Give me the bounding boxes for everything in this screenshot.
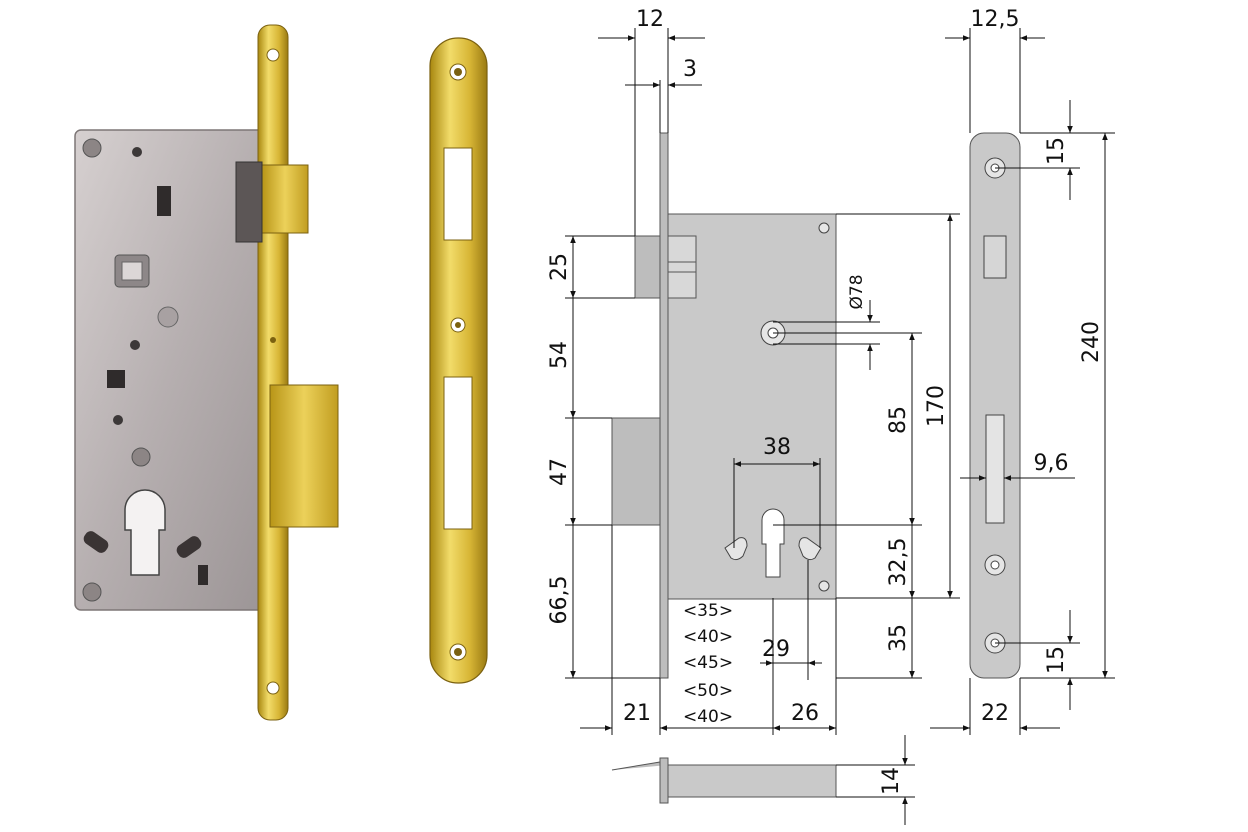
dim-22: 22 — [981, 701, 1009, 726]
dim-35: 35 — [886, 624, 911, 652]
dim-12: 12 — [636, 7, 664, 32]
lock-screw-mid — [131, 447, 151, 467]
backset-option: <35> — [683, 601, 733, 621]
lock-slot-upper — [157, 186, 171, 216]
latch-bolt — [261, 164, 309, 234]
dim-21: 21 — [623, 701, 651, 726]
dead-bolt — [269, 384, 339, 528]
dim-66-5: 66,5 — [547, 576, 572, 625]
dim-54: 54 — [547, 341, 572, 369]
backset-option: <45> — [683, 653, 733, 673]
strike-plate — [429, 37, 488, 684]
dim-240: 240 — [1079, 321, 1104, 363]
drawing-cylinder — [761, 508, 785, 578]
dim-85: 85 — [886, 406, 911, 434]
lock-photo — [74, 24, 339, 721]
dim-14: 14 — [879, 767, 904, 795]
backset-options: <35> <40> <45> <50> <40> — [683, 601, 733, 727]
dim-26: 26 — [791, 701, 819, 726]
drawing-latch — [634, 235, 661, 299]
dim-38: 38 — [763, 435, 791, 460]
cylinder-cutout — [124, 489, 166, 576]
backset-option: <50> — [683, 681, 733, 701]
dim-9-6: 9,6 — [1034, 451, 1069, 476]
dim-15-bottom: 15 — [1044, 646, 1069, 674]
faceplate — [257, 24, 289, 721]
dimension-lines — [565, 28, 1115, 825]
dim-3: 3 — [683, 57, 697, 82]
dim-25: 25 — [547, 253, 572, 281]
dim-12-5: 12,5 — [971, 7, 1020, 32]
dim-32-5: 32,5 — [886, 538, 911, 587]
dim-29: 29 — [762, 637, 790, 662]
lock-screw-top — [82, 138, 102, 158]
drawing-deadbolt — [611, 417, 661, 526]
drawing-bolt-bottom — [667, 764, 837, 798]
dim-15-top: 15 — [1044, 137, 1069, 165]
drawing-faceplate — [659, 132, 669, 679]
strike-drawing — [969, 132, 1021, 679]
lock-screw-bottom — [82, 582, 102, 602]
strike-plate-photo — [429, 37, 488, 684]
lock-rivet — [132, 147, 142, 157]
dim-47: 47 — [547, 458, 572, 486]
lock-stud — [157, 306, 179, 328]
backset-option: <40> — [683, 707, 733, 727]
dim-follower-diameter: Ø78 — [847, 274, 867, 309]
dim-170: 170 — [924, 385, 949, 427]
backset-option: <40> — [683, 627, 733, 647]
drawing-strike-plate — [969, 132, 1021, 679]
side-drawing — [611, 132, 837, 804]
